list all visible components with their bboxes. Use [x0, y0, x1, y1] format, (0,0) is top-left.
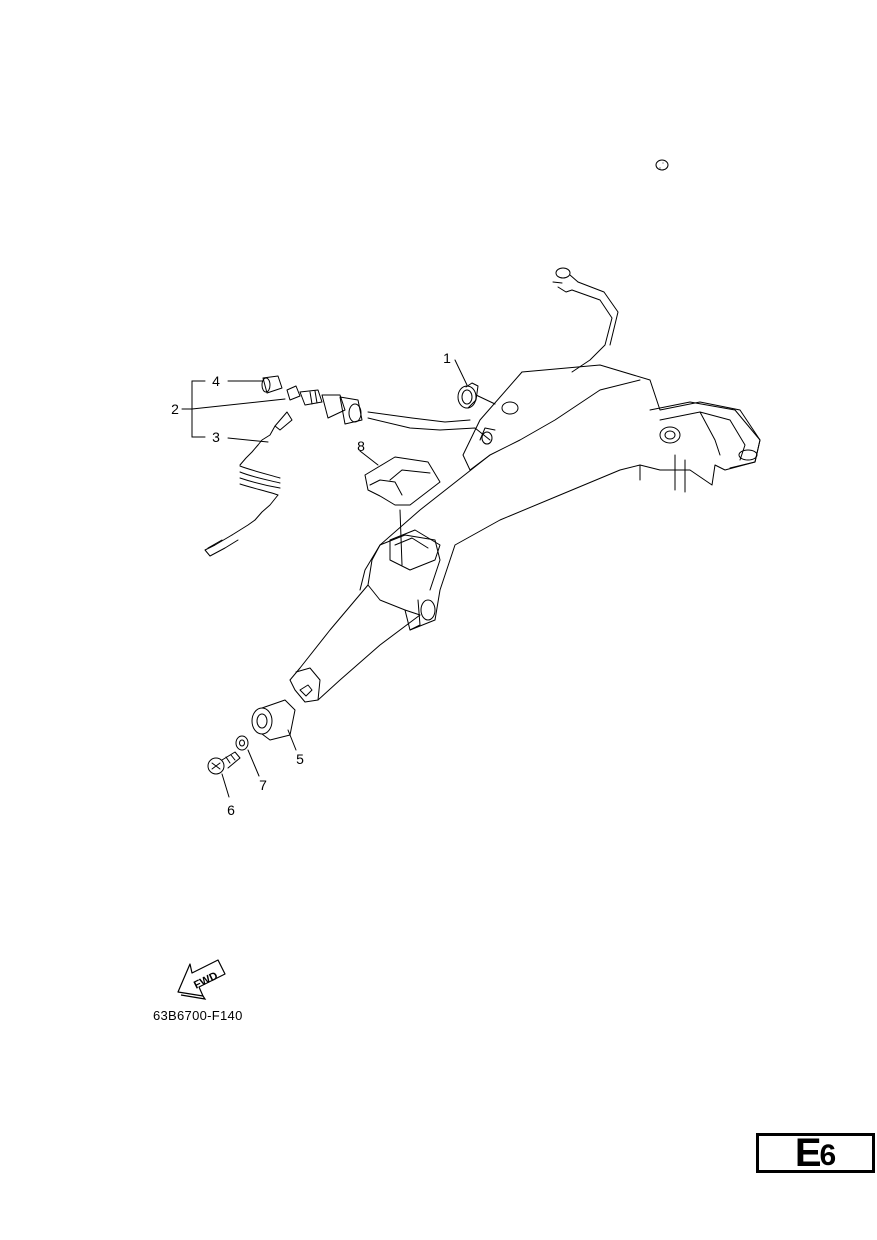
cover-part-8	[364, 456, 441, 566]
callout-7: 7	[259, 777, 267, 793]
fwd-arrow-icon: FWD	[177, 959, 226, 1000]
callout-6: 6	[227, 802, 235, 818]
section-number: 6	[819, 1139, 837, 1172]
callout-2: 2	[171, 401, 179, 417]
engine-stop-switch-part-2	[286, 385, 363, 425]
grip-cap-part-5	[251, 699, 296, 741]
stop-switch-wire	[367, 267, 619, 441]
lanyard-part-3	[204, 411, 293, 557]
callout-4: 4	[212, 373, 220, 389]
callout-1: 1	[443, 350, 451, 366]
callout-5: 5	[296, 751, 304, 767]
leader-lines	[181, 359, 468, 798]
grommet-part-1	[457, 382, 496, 409]
callout-3: 3	[212, 429, 220, 445]
figure-code: 63B6700-F140	[153, 1008, 243, 1023]
section-letter: E	[794, 1131, 822, 1175]
callout-8: 8	[357, 438, 365, 454]
screw-part-6	[207, 751, 241, 775]
cap-part-4	[261, 375, 283, 394]
washer-part-7	[235, 735, 249, 751]
section-tab: E 6	[756, 1133, 875, 1173]
steering-handle	[289, 159, 761, 703]
